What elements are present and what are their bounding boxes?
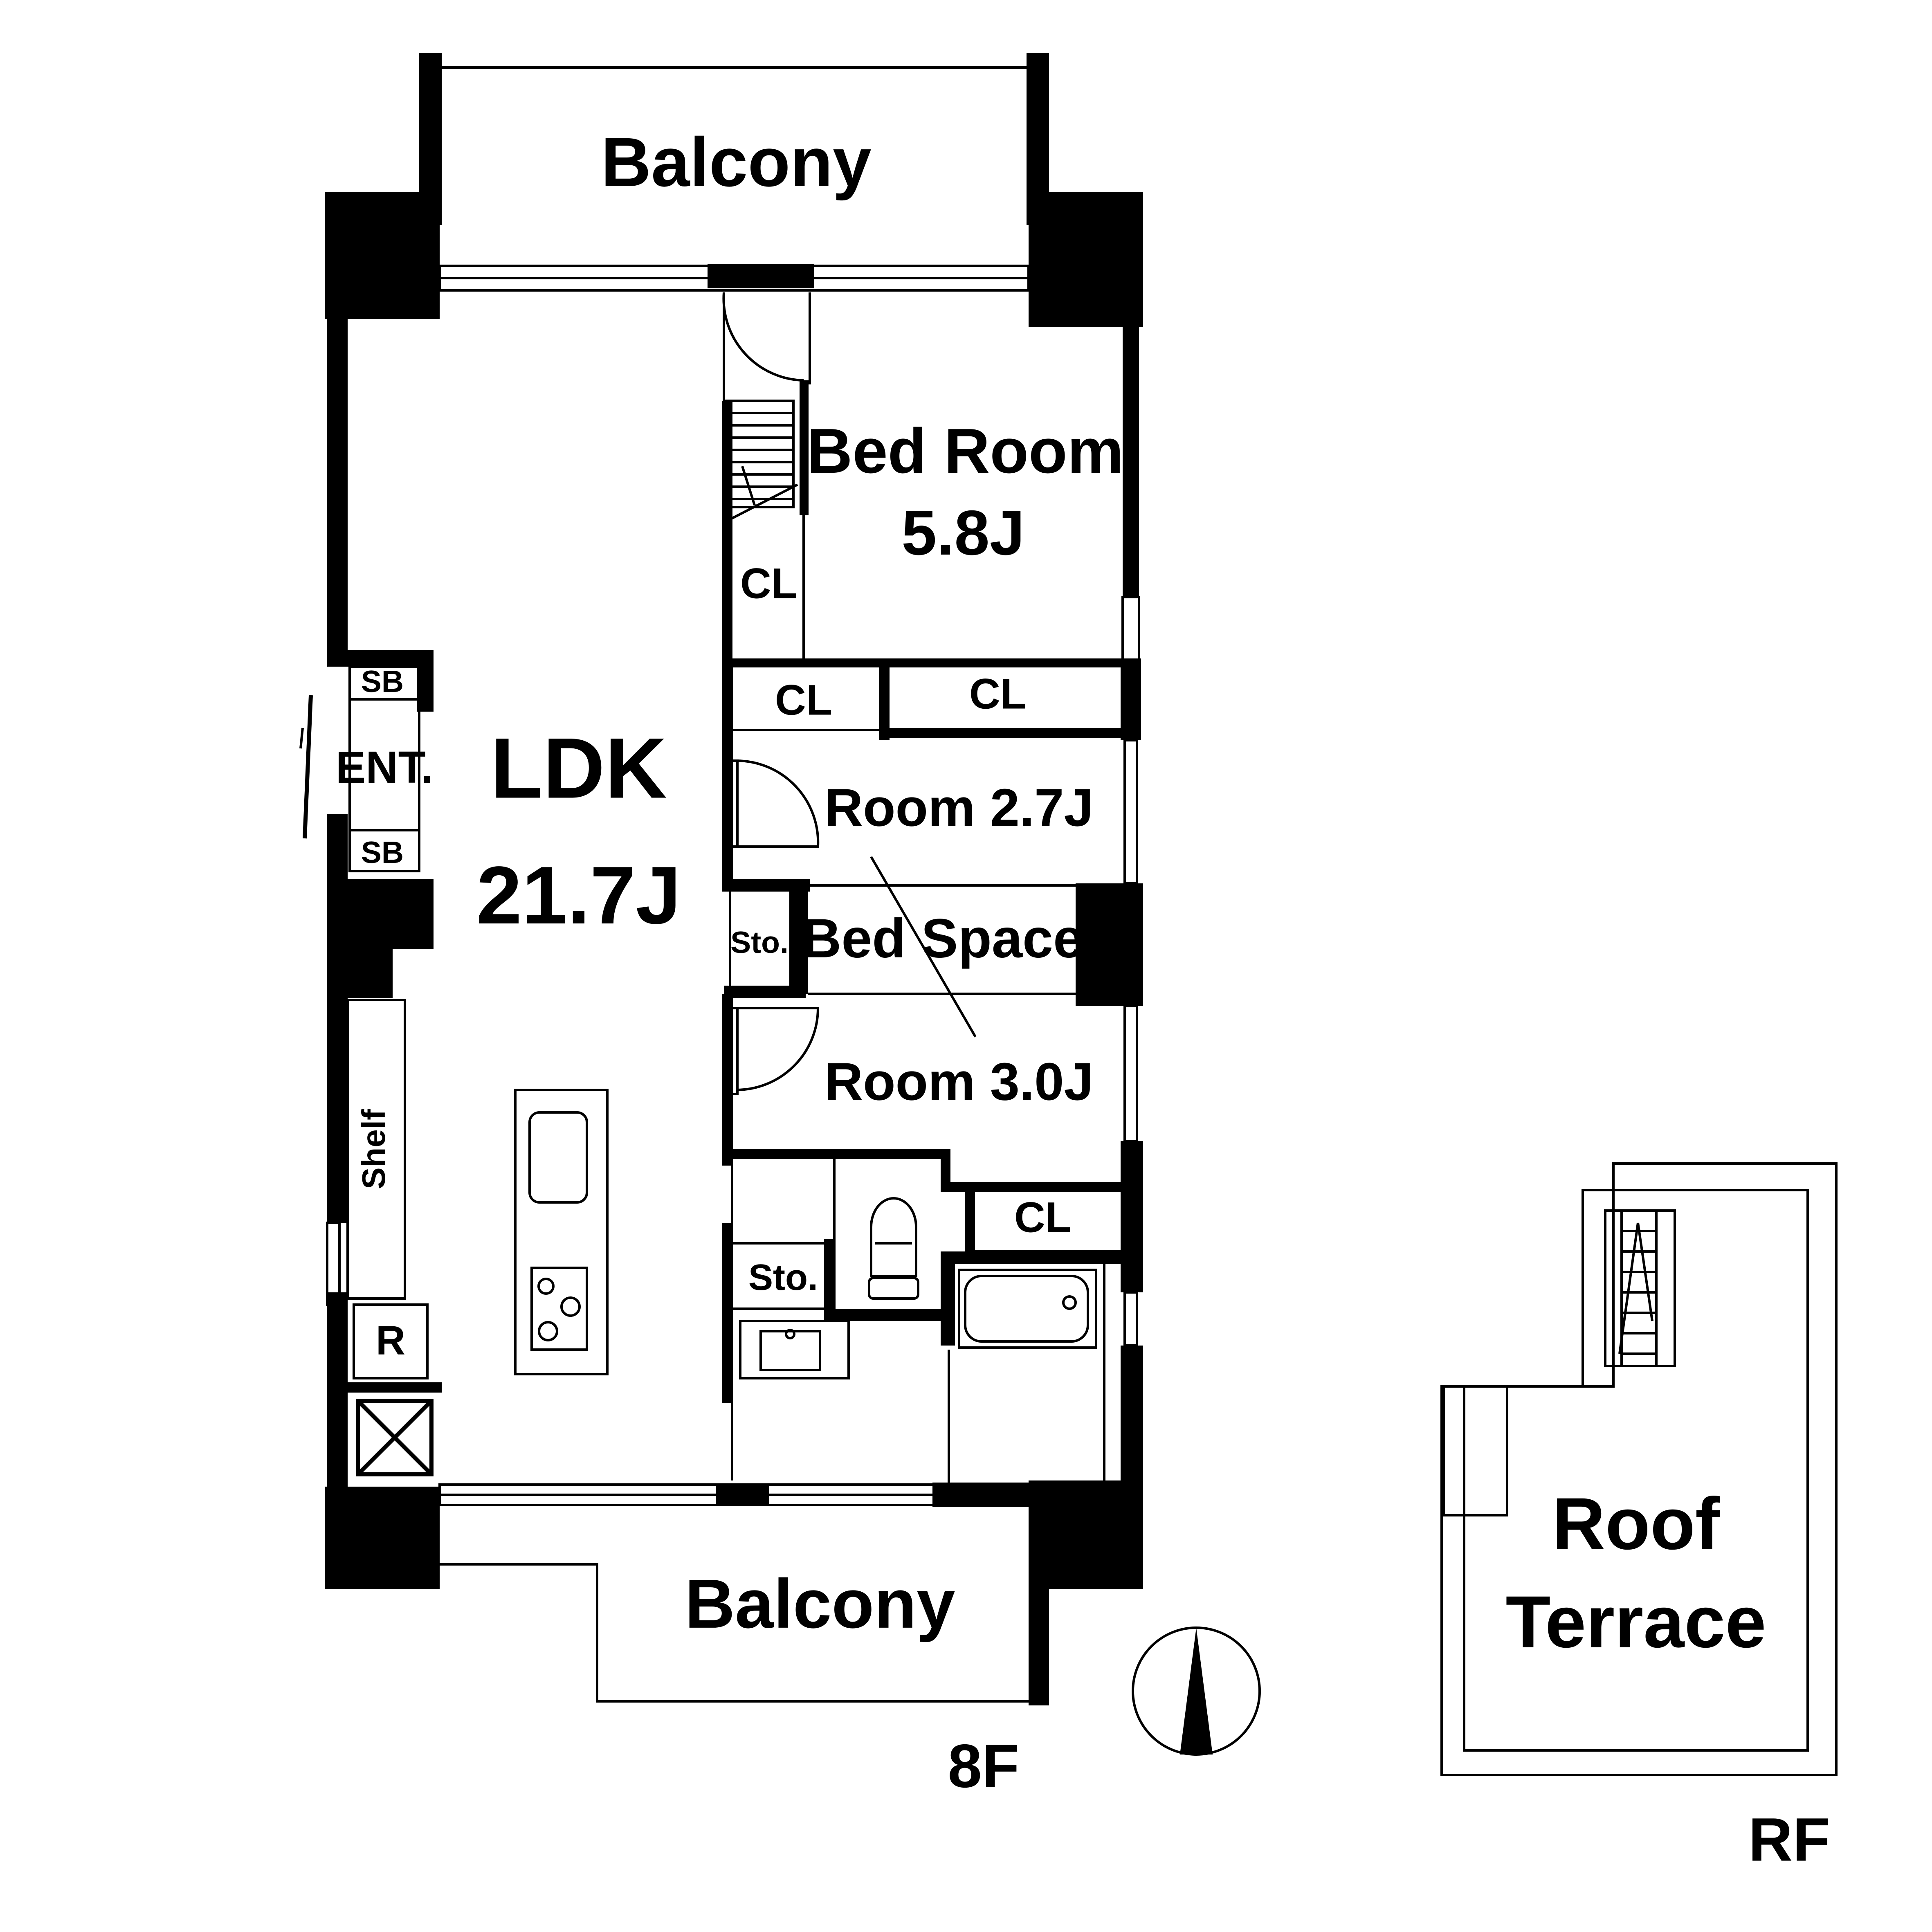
- cl-bath-label: CL: [1014, 1194, 1072, 1242]
- utility-box: [356, 1399, 434, 1476]
- stairs-icon: [725, 400, 798, 523]
- balcony-top: [419, 53, 1049, 225]
- sink-icon: [528, 1111, 588, 1204]
- cl-mid-left-label: CL: [775, 676, 832, 724]
- balcony-bottom-label: Balcony: [685, 1565, 955, 1643]
- left-exterior-wall: [299, 311, 434, 1489]
- ldk-size-label: 21.7J: [476, 850, 681, 941]
- pillar-bottom-left: [325, 1487, 440, 1589]
- pillar-bottom-right: [1029, 1480, 1143, 1589]
- refrigerator-label: R: [376, 1317, 405, 1363]
- bathtub-icon: [958, 1269, 1097, 1349]
- shelf-unit: [346, 999, 406, 1300]
- sb-bottom-label: SB: [361, 835, 404, 869]
- refrigerator-box: [327, 1303, 442, 1393]
- floor-rf-label: RF: [1748, 1805, 1830, 1874]
- sb-top-label: SB: [361, 664, 404, 699]
- entrance-label: ENT.: [336, 742, 433, 793]
- shelf-label: Shelf: [355, 1109, 392, 1189]
- stove-icon: [530, 1267, 588, 1351]
- door-room-2-7: [729, 759, 820, 848]
- top-window-wall: [438, 264, 1030, 292]
- storage-2-label: Sto.: [748, 1257, 818, 1298]
- north-arrow-icon: [1132, 1626, 1261, 1756]
- floor-8f-label: 8F: [948, 1732, 1019, 1800]
- entrance-area: [348, 665, 420, 872]
- cl-mid-right-label: CL: [969, 670, 1027, 718]
- ldk-name-label: LDK: [490, 720, 667, 816]
- bottom-window-wall: [438, 1483, 1031, 1507]
- door-room-3-0: [729, 1007, 820, 1095]
- bedroom-name-label: Bed Room: [807, 416, 1124, 486]
- pillar-top-right: [1029, 192, 1143, 327]
- ladder-icon: [1604, 1209, 1676, 1367]
- bed-space-label: Bed Space: [802, 908, 1084, 969]
- pillar-top-left: [325, 192, 440, 319]
- storage-1-label: Sto.: [730, 925, 789, 959]
- toilet-icon: [868, 1197, 919, 1300]
- room-2-7-label: Room 2.7J: [824, 777, 1093, 837]
- balcony-top-label: Balcony: [601, 124, 871, 201]
- balcony-bottom: [440, 1563, 1049, 1705]
- right-exterior-wall: [1076, 319, 1143, 1485]
- roof-plan: [1440, 1162, 1838, 1776]
- interior-walls: [722, 292, 1129, 1485]
- wash-basin: [759, 1329, 821, 1371]
- roof-terrace-label-2: Terrace: [1505, 1581, 1766, 1663]
- room-3-0-label: Room 3.0J: [824, 1051, 1093, 1111]
- main-floor-plan: [299, 53, 1261, 1756]
- roof-terrace-label-1: Roof: [1552, 1483, 1720, 1565]
- kitchen-island: [514, 1089, 609, 1375]
- cl-bedroom-label: CL: [740, 560, 798, 608]
- bedroom-size-label: 5.8J: [901, 497, 1025, 568]
